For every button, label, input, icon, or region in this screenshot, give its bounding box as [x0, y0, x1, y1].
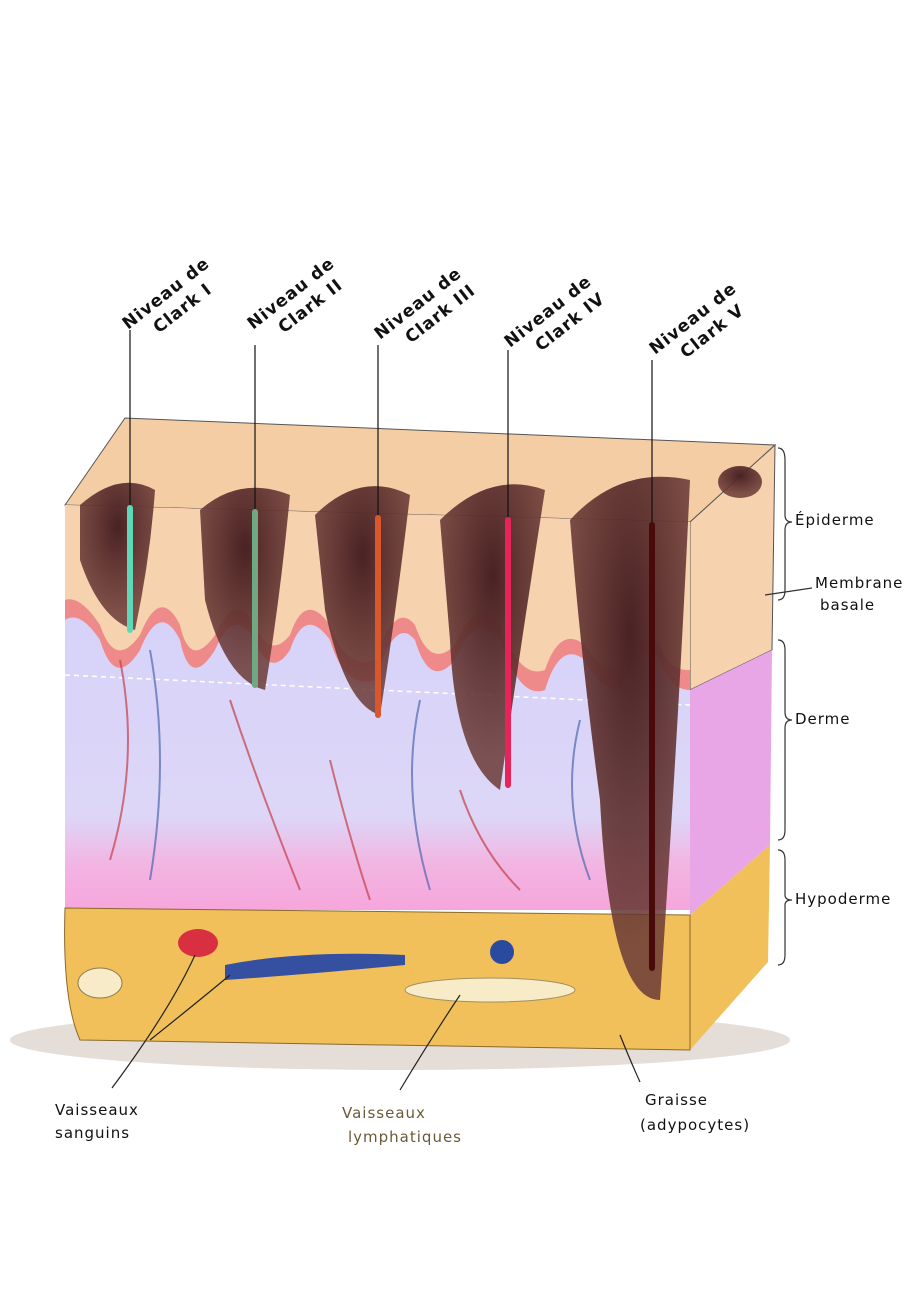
- label-graisse-1: Graisse: [645, 1091, 708, 1109]
- label-graisse-2: (adypocytes): [640, 1116, 750, 1134]
- label-vaisseaux-sanguins-2: sanguins: [55, 1124, 130, 1142]
- blood-vessel-red: [178, 929, 218, 957]
- layer-braces: [764, 447, 813, 966]
- label-vaisseaux-lymphatiques-2: lymphatiques: [348, 1128, 462, 1146]
- lymph-vessel: [404, 977, 576, 1003]
- label-hypoderme: Hypoderme: [795, 890, 891, 908]
- blood-vessel-blue-small: [490, 940, 514, 964]
- right-face-dermis: [690, 650, 772, 915]
- blood-vessel-blue: [225, 953, 405, 980]
- melanoma-lesions: [80, 466, 762, 1000]
- annotation-leaders: [111, 954, 641, 1091]
- blood-vessels-network: [109, 649, 591, 901]
- hypodermis-layer: [64, 907, 691, 1051]
- label-derme: Derme: [795, 710, 851, 728]
- adipocyte: [77, 967, 123, 999]
- label-vaisseaux-lymphatiques-1: Vaisseaux: [342, 1104, 426, 1122]
- right-face-hypodermis: [690, 845, 770, 1050]
- label-membrane-basale-1: Membrane: [815, 574, 903, 592]
- clark-level-markers: [127, 330, 655, 971]
- label-vaisseaux-sanguins-1: Vaisseaux: [55, 1101, 139, 1119]
- label-epiderme: Épiderme: [795, 510, 875, 529]
- label-membrane-basale-2: basale: [820, 596, 875, 614]
